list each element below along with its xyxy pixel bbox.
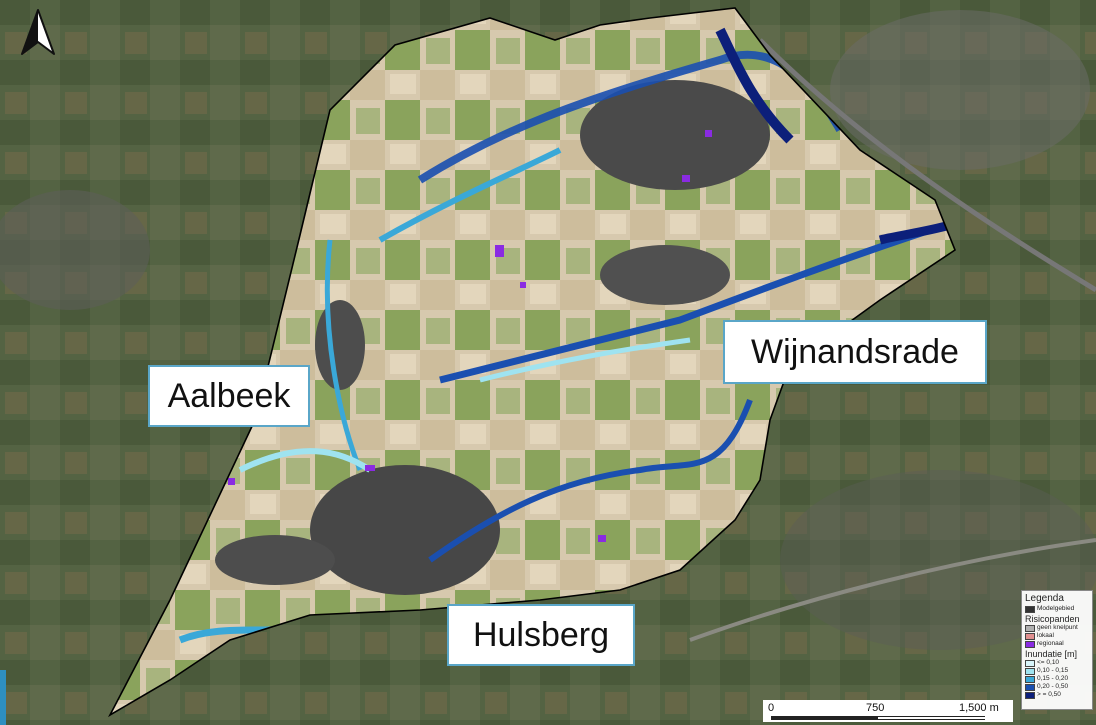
north-arrow-icon [21, 9, 55, 55]
legend-swatch [1025, 659, 1035, 667]
label-wijnandsrade: Wijnandsrade [723, 320, 987, 384]
legend-item-risk: geen knelpunt [1025, 624, 1089, 632]
legend-item-model-area: Modelgebied [1025, 605, 1089, 613]
legend-item-inundation: 0,10 - 0,15 [1025, 667, 1089, 675]
scale-tick-0: 0 [768, 702, 775, 714]
legend-swatch [1025, 632, 1035, 640]
legend-inundation-title: Inundatie [m] [1025, 649, 1078, 659]
scale-tick-1500: 1,500 m [959, 702, 999, 714]
scale-tick-750: 750 [866, 702, 885, 714]
legend-item-risk: lokaal [1025, 632, 1089, 640]
legend-item-inundation: > = 0,50 [1025, 691, 1089, 699]
village-hulsberg [310, 465, 500, 595]
legend-risk-title: Risicopanden [1025, 614, 1080, 624]
map-legend: Legenda Modelgebied Risicopanden geen kn… [1021, 590, 1093, 710]
legend-item-inundation: 0,20 - 0,50 [1025, 683, 1089, 691]
legend-title: Legenda [1025, 593, 1064, 604]
legend-swatch [1025, 683, 1035, 691]
label-hulsberg: Hulsberg [447, 604, 635, 666]
scale-bar: 0 750 1,500 m [763, 700, 1013, 722]
legend-swatch [1025, 667, 1035, 675]
legend-swatch [1025, 624, 1035, 632]
risk-building [495, 245, 504, 257]
slide-accent-bar [0, 670, 6, 725]
legend-swatch [1025, 605, 1035, 613]
legend-swatch [1025, 675, 1035, 683]
legend-item-inundation: <= 0,10 [1025, 659, 1089, 667]
legend-swatch [1025, 691, 1035, 699]
legend-item-risk: regionaal [1025, 640, 1089, 648]
legend-swatch [1025, 640, 1035, 648]
village-wijnandsrade [600, 245, 730, 305]
legend-item-inundation: 0,15 - 0,20 [1025, 675, 1089, 683]
village-wijnandsrade-north [580, 80, 770, 190]
label-aalbeek: Aalbeek [148, 365, 310, 427]
